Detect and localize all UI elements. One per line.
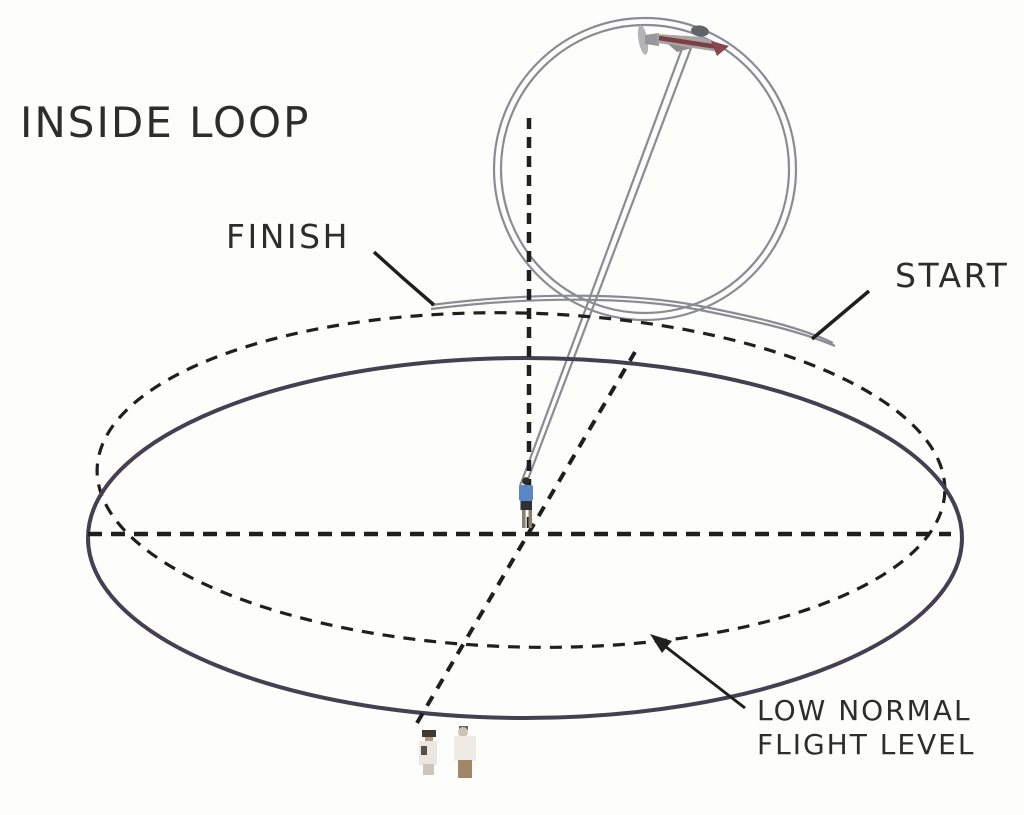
- airplane-wing: [668, 44, 692, 52]
- judge-left: [419, 730, 437, 775]
- low-level-arrow-shaft: [665, 645, 746, 710]
- airplane-stripe: [658, 35, 719, 50]
- loop-circle-inner: [499, 23, 791, 315]
- judge-left-hat: [422, 730, 436, 737]
- loop-circle-outer: [492, 16, 798, 322]
- start-label: START: [895, 256, 1010, 295]
- loop-circle: [492, 16, 798, 322]
- pilot-shirt: [519, 485, 533, 501]
- finish-label: FINISH: [226, 217, 350, 256]
- low-level-arrow: [650, 634, 746, 710]
- flight-path-upper: [430, 294, 834, 344]
- pilot-leg-left: [522, 510, 526, 528]
- pilot-leg-right: [528, 510, 533, 528]
- judge-right-body: [454, 736, 476, 761]
- diagram-title: INSIDE LOOP: [20, 98, 311, 147]
- airplane-icon: [637, 25, 729, 56]
- start-leader-line: [810, 289, 871, 341]
- pilot-head: [522, 477, 530, 485]
- low-level-label-line1: LOW NORMAL: [757, 694, 972, 727]
- judge-right-pants: [458, 760, 472, 778]
- hemisphere-base-ellipse: [86, 356, 964, 720]
- airplane-landing-gear: [691, 25, 709, 37]
- flight-path-lower: [430, 298, 836, 348]
- control-line-2: [523, 47, 693, 488]
- judge-left-clipboard: [421, 746, 427, 755]
- control-lines: [518, 45, 693, 488]
- diagonal-axis-line: [415, 350, 637, 725]
- judge-right: [454, 726, 476, 778]
- flight-path: [430, 294, 836, 348]
- judge-left-legs: [423, 764, 434, 775]
- finish-leader-line: [372, 250, 436, 307]
- airplane-nose: [645, 33, 659, 46]
- airplane-propeller: [637, 25, 649, 55]
- control-line-1: [518, 45, 685, 487]
- low-level-label-line2: FLIGHT LEVEL: [757, 728, 976, 761]
- pilot-shorts: [520, 501, 532, 510]
- low-level-arrowhead: [650, 634, 672, 653]
- pilot-figure: [519, 477, 533, 528]
- judge-left-face: [425, 737, 433, 742]
- airplane-tail: [711, 41, 729, 56]
- judges-figures: [419, 726, 476, 778]
- low-flight-level-ellipse: [95, 311, 947, 649]
- low-level-label: LOW NORMAL FLIGHT LEVEL: [757, 694, 975, 762]
- judge-right-head: [458, 727, 468, 737]
